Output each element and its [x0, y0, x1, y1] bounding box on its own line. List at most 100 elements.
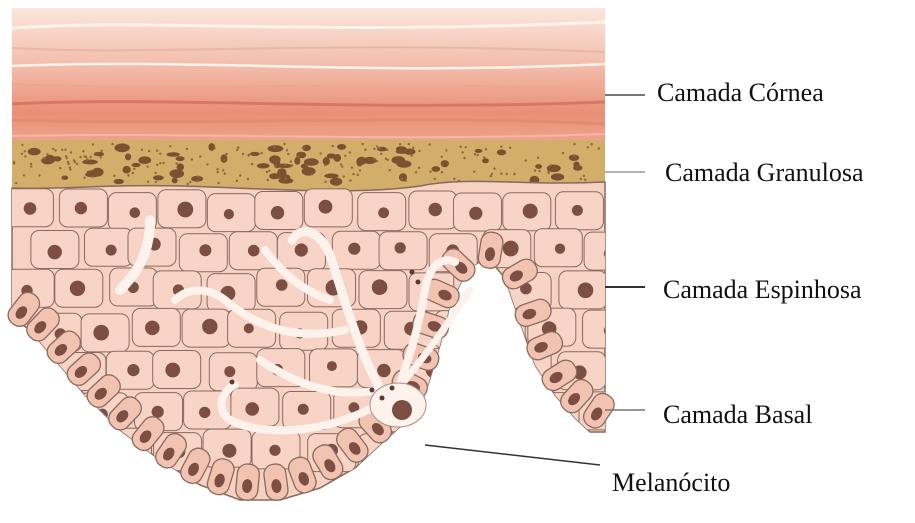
- granule-dot: [274, 165, 276, 167]
- cell-nucleus: [469, 207, 482, 220]
- granule-dot: [373, 158, 375, 160]
- granule-dot: [415, 171, 417, 173]
- granule-dot: [23, 174, 25, 176]
- melanin-granule: [370, 388, 375, 393]
- granule-dot: [362, 143, 364, 145]
- cell-nucleus: [77, 442, 88, 453]
- granule-dot: [429, 143, 431, 145]
- granule-dot: [283, 143, 285, 145]
- granule-dot: [236, 180, 238, 182]
- granule: [28, 148, 41, 155]
- granule-dot: [343, 175, 345, 177]
- granule-dot: [111, 143, 113, 145]
- granule-dot: [100, 156, 102, 158]
- granule-dot: [100, 150, 102, 152]
- cell-nucleus: [319, 200, 333, 214]
- granule-dot: [291, 164, 293, 166]
- granule-dot: [206, 163, 208, 165]
- granule: [392, 156, 406, 164]
- granule: [176, 156, 185, 161]
- spinous-cell: [456, 348, 504, 386]
- granule-dot: [266, 171, 268, 173]
- cell-nucleus: [523, 448, 535, 460]
- melanin-granule: [416, 280, 421, 285]
- granule-dot: [223, 159, 225, 161]
- granule: [61, 176, 68, 180]
- granule: [123, 166, 131, 174]
- granule-dot: [303, 147, 305, 149]
- granule-dot: [500, 146, 502, 148]
- granule-dot: [21, 144, 23, 146]
- cell-nucleus: [97, 409, 108, 420]
- granule-dot: [340, 163, 342, 165]
- granule-dot: [175, 162, 177, 164]
- cell-nucleus: [75, 202, 87, 214]
- granule-dot: [216, 168, 218, 170]
- granule-dot: [141, 149, 143, 151]
- label-camada-espinhosa: Camada Espinhosa: [663, 277, 862, 303]
- granule-dot: [285, 177, 287, 179]
- granule: [396, 149, 409, 154]
- granule: [172, 178, 178, 184]
- granule-dot: [133, 168, 135, 170]
- cell-nucleus: [145, 321, 160, 336]
- cell-nucleus: [248, 245, 260, 257]
- cell-nucleus: [520, 359, 535, 374]
- granule-dot: [584, 179, 586, 181]
- granule-dot: [162, 162, 164, 164]
- cell-nucleus: [106, 245, 117, 256]
- granule: [573, 165, 582, 171]
- granule-dot: [483, 156, 485, 158]
- granule: [208, 143, 215, 151]
- granule-dot: [86, 158, 88, 160]
- granule-dot: [324, 181, 326, 183]
- granule-dot: [411, 155, 413, 157]
- cell-nucleus: [497, 318, 512, 333]
- granule-dot: [159, 162, 161, 164]
- granule: [177, 163, 184, 171]
- granule-dot: [405, 180, 407, 182]
- spinous-cell: [484, 391, 532, 429]
- granule-dot: [43, 157, 45, 159]
- granule-dot: [82, 150, 84, 152]
- granule: [153, 175, 164, 180]
- granule-dot: [286, 149, 288, 151]
- granule: [432, 166, 441, 172]
- granule-dot: [378, 147, 380, 149]
- granule-dot: [217, 171, 219, 173]
- granule: [475, 149, 483, 153]
- leader-line-melanocito: [425, 445, 600, 465]
- granule-dot: [412, 147, 414, 149]
- cell-nucleus: [555, 244, 565, 254]
- cell-nucleus: [245, 402, 259, 416]
- granule-dot: [324, 164, 326, 166]
- granule: [257, 163, 270, 168]
- cell-nucleus: [395, 242, 406, 253]
- cell-nucleus: [572, 205, 583, 216]
- granule-dot: [156, 164, 158, 166]
- granule: [167, 152, 180, 157]
- granule-dot: [156, 150, 158, 152]
- granule-dot: [76, 163, 78, 165]
- granule-dot: [273, 146, 275, 148]
- cell-nucleus: [31, 369, 42, 380]
- cell-nucleus: [244, 323, 254, 333]
- granule-dot: [306, 164, 308, 166]
- melanin-granule: [390, 386, 395, 391]
- cell-nucleus: [48, 245, 62, 259]
- granule-dot: [225, 153, 227, 155]
- cell-nucleus: [276, 279, 288, 291]
- granule-dot: [113, 175, 115, 177]
- granule-dot: [187, 183, 189, 185]
- cell-nucleus: [298, 404, 309, 415]
- cell-nucleus: [475, 362, 490, 377]
- granule-dot: [509, 147, 511, 149]
- granule-dot: [380, 153, 382, 155]
- granule-dot: [66, 157, 68, 159]
- granule: [337, 144, 346, 150]
- granule-dot: [222, 169, 224, 171]
- granule-dot: [465, 146, 467, 148]
- granule-dot: [387, 159, 389, 161]
- cell-nucleus: [503, 241, 519, 257]
- label-camada-cornea: Camada Córnea: [657, 80, 824, 106]
